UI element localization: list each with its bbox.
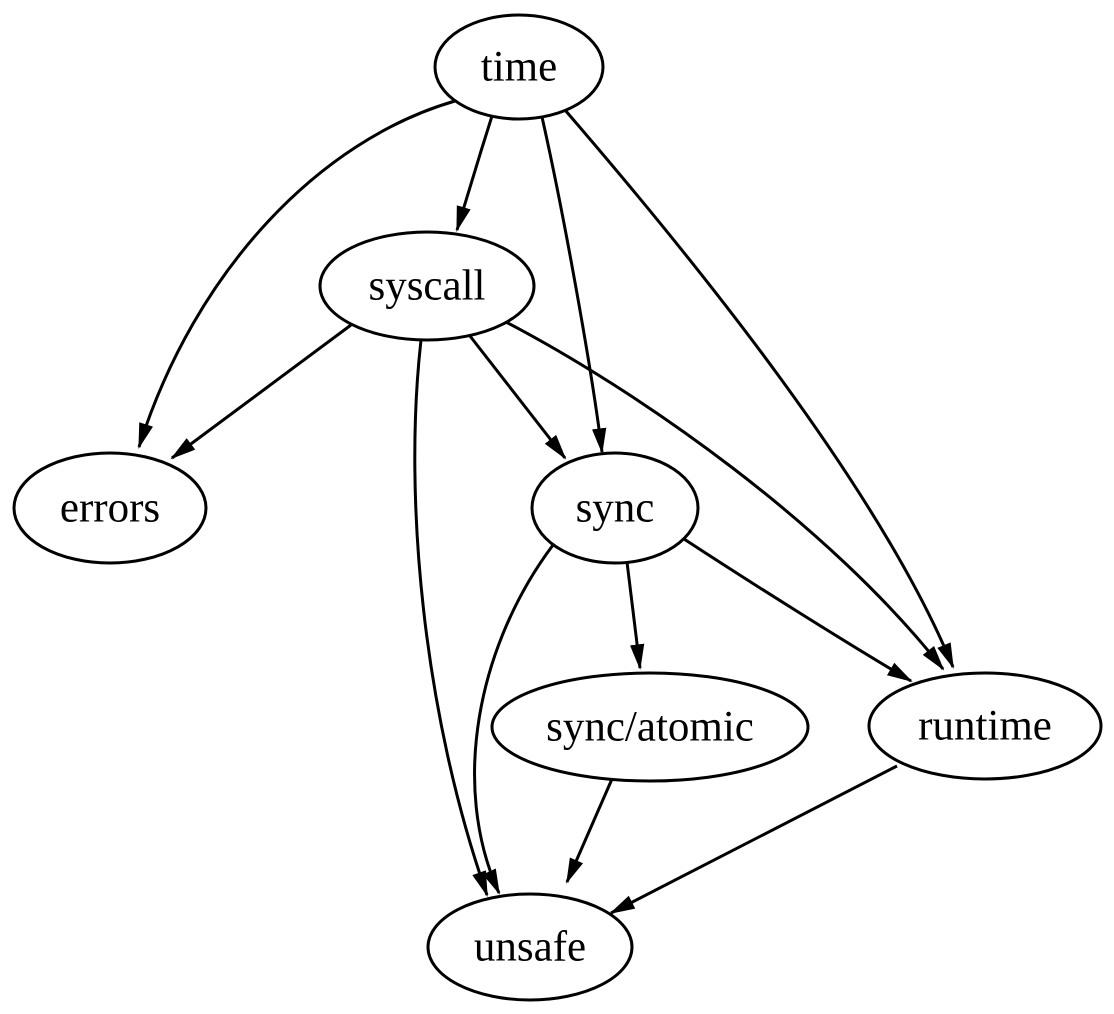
- node-syscall-label: syscall: [368, 262, 485, 309]
- edge-runtime-unsafe: [609, 764, 898, 915]
- edge-syscall-runtime: [505, 320, 945, 671]
- node-sync-atomic-ellipse: [490, 671, 810, 783]
- node-runtime: runtime: [867, 671, 1103, 781]
- node-runtime-label: runtime: [918, 702, 1052, 749]
- node-errors: errors: [12, 451, 208, 565]
- node-sync-atomic-label: sync/atomic: [546, 703, 754, 750]
- node-sync: sync: [530, 451, 700, 565]
- node-sync-label: sync: [576, 484, 655, 531]
- edge-time-errors: [137, 99, 456, 449]
- node-unsafe-ellipse: [426, 892, 634, 1002]
- edge-sync-runtime: [683, 537, 913, 683]
- node-syscall: syscall: [318, 230, 536, 342]
- edge-sync-atomic-unsafe: [565, 778, 614, 884]
- node-errors-ellipse: [12, 451, 208, 565]
- node-unsafe: unsafe: [426, 892, 634, 1002]
- node-syscall-ellipse: [318, 230, 536, 342]
- edge-syscall-errors: [170, 323, 352, 460]
- edge-time-sync: [540, 116, 607, 455]
- node-sync-atomic: sync/atomic: [490, 671, 810, 783]
- node-sync-ellipse: [530, 451, 700, 565]
- edges-layer: [137, 99, 955, 915]
- node-time: time: [433, 13, 605, 121]
- edge-syscall-unsafe: [413, 339, 489, 897]
- node-time-ellipse: [433, 13, 605, 121]
- node-runtime-ellipse: [867, 671, 1103, 781]
- node-unsafe-label: unsafe: [474, 923, 586, 970]
- node-errors-label: errors: [60, 484, 160, 531]
- edge-sync-sync-atomic: [625, 561, 645, 671]
- node-time-label: time: [481, 43, 557, 90]
- edge-syscall-sync: [468, 335, 567, 460]
- edge-sync-unsafe: [473, 544, 555, 895]
- edge-time-syscall: [455, 115, 494, 232]
- edge-time-runtime: [563, 109, 955, 669]
- nodes-layer: time syscall errors sync sync/atomic run: [12, 13, 1103, 1002]
